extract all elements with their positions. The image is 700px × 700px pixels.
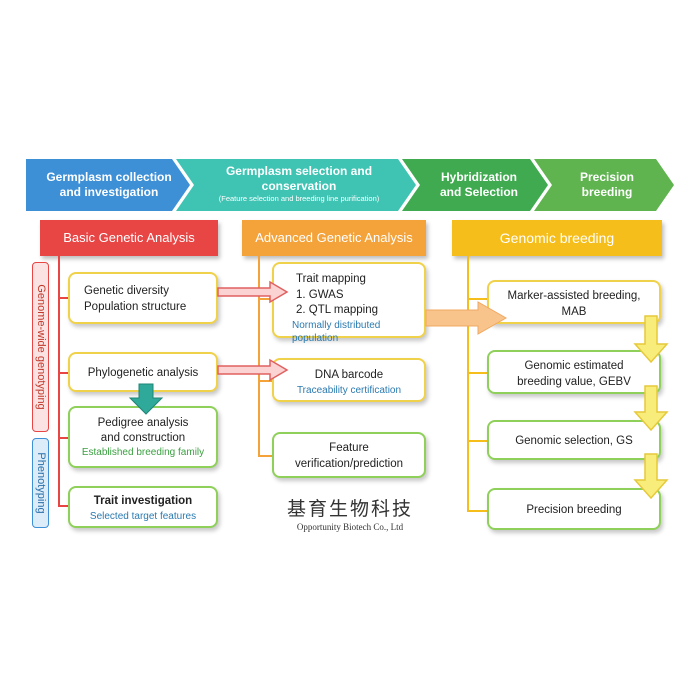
trait-investigation-line1: Trait investigation	[93, 495, 193, 507]
trait-mapping-line3: 2. QTL mapping	[296, 304, 379, 317]
dna-barcode-line1: DNA barcode	[314, 369, 384, 381]
stage-4-label: Precision breeding	[552, 170, 662, 200]
trait-investigation-box: Trait investigation Selected target feat…	[68, 486, 218, 528]
gebv-line1: Genomic estimated	[524, 360, 624, 372]
precision-breeding-line1: Precision breeding	[526, 504, 622, 516]
genomic-branch-2	[467, 372, 489, 374]
dna-barcode-box: DNA barcode Traceability certification	[272, 358, 426, 402]
advanced-analysis-header: Advanced Genetic Analysis	[242, 220, 426, 256]
advanced-branch-2	[258, 380, 274, 382]
basic-branch-4	[58, 505, 70, 507]
stage-1-line1: Germplasm collection	[46, 170, 172, 184]
mab-line2: MAB	[561, 305, 587, 318]
logo-chinese: 基育生物科技	[286, 498, 413, 520]
genomic-column-line	[467, 256, 469, 511]
pedigree-box: Pedigree analysis and construction Estab…	[68, 406, 218, 468]
mab-line1: Marker-assisted breeding,	[507, 290, 641, 302]
advanced-column-line	[258, 256, 260, 456]
pedigree-sub: Established breeding family	[81, 446, 205, 458]
basic-column-line	[58, 256, 60, 506]
stage-3-line1: Hybridization	[440, 170, 517, 184]
dna-barcode-sub: Traceability certification	[296, 384, 402, 396]
stage-2-note: (Feature selection and breeding line pur…	[218, 194, 380, 203]
stage-1-line2: and investigation	[59, 185, 159, 199]
stage-chevrons	[26, 159, 674, 211]
trait-mapping-line1: Trait mapping	[296, 273, 366, 285]
stage-1-label: Germplasm collection and investigation	[34, 170, 184, 200]
feature-verification-box: Feature verification/prediction	[272, 432, 426, 478]
arrow-phylo-to-barcode	[217, 358, 289, 382]
stage-2-chevron	[176, 159, 416, 211]
stage-4-chevron	[534, 159, 674, 211]
arrow-phylo-to-pedigree	[128, 383, 164, 415]
stage-2-line1: Germplasm selection and	[225, 164, 373, 178]
phylogenetic-line1: Phylogenetic analysis	[87, 367, 199, 379]
stage-3-line2: and Selection	[439, 185, 519, 199]
arrow-mab-to-gebv	[633, 315, 669, 364]
basic-analysis-header: Basic Genetic Analysis	[40, 220, 218, 256]
arrow-gs-to-precision	[633, 453, 669, 500]
stage-4-line1: Precision	[579, 170, 635, 184]
genetic-diversity-line2: Population structure	[84, 300, 187, 313]
pedigree-line1: Pedigree analysis	[97, 417, 189, 429]
arrow-mapping-to-mab	[425, 301, 508, 335]
feature-verification-line1: Feature	[329, 442, 369, 454]
genotyping-side-label: Genome-wide genotyping	[32, 262, 49, 432]
gebv-line2: breeding value, GEBV	[517, 375, 631, 388]
arrow-gebv-to-gs	[633, 385, 669, 432]
basic-branch-1	[58, 297, 70, 299]
basic-branch-2	[58, 372, 70, 374]
feature-verification-line2: verification/prediction	[294, 457, 404, 470]
genomic-breeding-header: Genomic breeding	[452, 220, 662, 256]
pedigree-line2: and construction	[100, 431, 186, 444]
arrow-diversity-to-mapping	[217, 280, 289, 304]
stage-3-chevron	[402, 159, 548, 211]
genomic-branch-1	[467, 298, 489, 300]
stage-1-chevron	[26, 159, 190, 211]
genetic-diversity-line1: Genetic diversity	[84, 285, 170, 297]
stage-4-line2: breeding	[581, 185, 633, 199]
trait-investigation-sub: Selected target features	[89, 510, 197, 522]
gebv-box: Genomic estimated breeding value, GEBV	[487, 350, 661, 394]
stage-3-label: Hybridization and Selection	[414, 170, 544, 200]
trait-mapping-line2: 1. GWAS	[296, 288, 344, 301]
advanced-branch-3	[258, 455, 274, 457]
genomic-selection-line1: Genomic selection, GS	[515, 435, 633, 447]
basic-branch-3	[58, 437, 70, 439]
genomic-branch-4	[467, 510, 489, 512]
mab-box: Marker-assisted breeding, MAB	[487, 280, 661, 324]
genetic-diversity-box: Genetic diversity Population structure	[68, 272, 218, 324]
advanced-branch-1	[258, 298, 274, 300]
phenotyping-side-label: Phenotyping	[32, 438, 49, 528]
trait-mapping-sub: Normally distributed population	[292, 319, 381, 345]
company-logo: 基育生物科技 Opportunity Biotech Co., Ltd	[270, 494, 430, 532]
logo-english: Opportunity Biotech Co., Ltd	[296, 522, 404, 532]
precision-breeding-box: Precision breeding	[487, 488, 661, 530]
trait-mapping-box: Trait mapping 1. GWAS 2. QTL mapping Nor…	[272, 262, 426, 344]
genomic-selection-box: Genomic selection, GS	[487, 420, 661, 460]
stage-2-label: Germplasm selection and conservation (Fe…	[196, 164, 402, 203]
genomic-branch-3	[467, 440, 489, 442]
stage-2-line2: conservation	[261, 179, 337, 193]
